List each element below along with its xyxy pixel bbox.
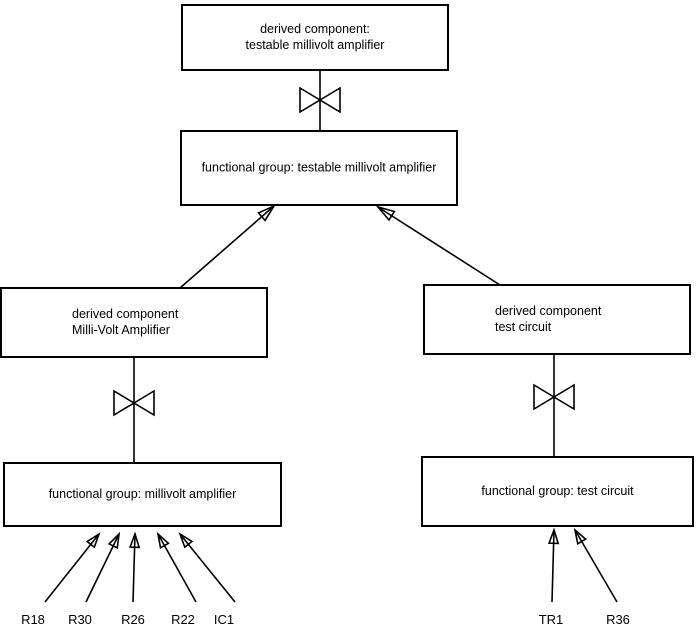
top-derived-component-box-text-line-1: derived component: (260, 22, 370, 36)
bowtie-connector-top (299, 70, 341, 131)
functional-group-test-circuit-box[interactable]: functional group: test circuit (421, 456, 694, 527)
functional-group-millivolt-amplifier-box-text-line-1: functional group: millivolt amplifier (49, 487, 237, 501)
derived-component-test-circuit-box[interactable]: derived component test circuit (423, 284, 691, 355)
leaf-tr1-arrowhead-icon (547, 527, 560, 545)
arrow-layer (179, 204, 501, 289)
top-derived-component-box[interactable]: derived component: testable millivolt am… (181, 4, 449, 71)
leaf-r22: R22 (156, 531, 197, 627)
derived-component-milli-volt-amplifier-box-rect[interactable] (0, 287, 268, 358)
leaf-r22-shaft (157, 533, 197, 603)
bowtie-connector-test-circuit-left-triangle-icon (533, 383, 556, 411)
derived-component-test-circuit-box-text-line-1: derived component (495, 304, 602, 318)
bowtie-connector-millivolt-right-triangle-icon (132, 389, 155, 417)
arrow-test-circuit-to-testable (375, 205, 501, 286)
arrow-millivolt-to-testable-arrowhead-icon (257, 204, 277, 222)
leaf-r26-shaft (132, 533, 136, 603)
leaf-ic1-label: IC1 (214, 612, 234, 627)
leaf-r26-label: R26 (121, 612, 145, 627)
functional-group-testable-millivolt-amplifier-box[interactable]: functional group: testable millivolt amp… (180, 130, 458, 206)
arrow-millivolt-to-testable-shaft (179, 205, 275, 289)
bowtie-connector-test-circuit-right-triangle-icon (552, 383, 575, 411)
arrow-test-circuit-to-testable-arrowhead-icon (375, 205, 396, 222)
leaf-r36-label: R36 (606, 612, 630, 627)
leaf-r36: R36 (573, 527, 630, 627)
derived-component-test-circuit-box-rect[interactable] (423, 284, 691, 355)
functional-group-test-circuit-box-text-line-1: functional group: test circuit (481, 484, 634, 498)
derived-component-test-circuit-box-text-line-2: test circuit (495, 320, 552, 334)
arrow-millivolt-to-testable (179, 204, 277, 289)
connector-layer (113, 70, 575, 463)
functional-group-testable-millivolt-amplifier-box-rect[interactable] (180, 130, 458, 206)
leaf-r22-arrowhead-icon (156, 531, 170, 550)
leaf-r30-arrowhead-icon (107, 531, 121, 550)
functional-group-test-circuit-box-rect[interactable] (421, 456, 694, 527)
bowtie-connector-top-left-triangle-icon (299, 86, 322, 114)
bowtie-connector-millivolt-left-triangle-icon (113, 389, 136, 417)
bowtie-connector-millivolt (113, 357, 155, 463)
derived-component-milli-volt-amplifier-box-text-line-1: derived component (72, 307, 179, 321)
leaf-r18-arrowhead-icon (85, 532, 101, 549)
leaf-r30-label: R30 (68, 612, 92, 627)
functional-group-testable-millivolt-amplifier-box-text-line-1: functional group: testable millivolt amp… (202, 160, 437, 174)
leaf-ic1-shaft (179, 533, 236, 603)
leaf-tr1-shaft (551, 529, 555, 603)
leaf-r18-shaft (44, 533, 100, 603)
leaf-layer: R18 R30 R26 R22 IC1 TR1 R36 (21, 527, 630, 627)
functional-group-millivolt-amplifier-box[interactable]: functional group: millivolt amplifier (3, 462, 282, 527)
leaf-r26-arrowhead-icon (128, 531, 141, 549)
leaf-ic1-arrowhead-icon (178, 532, 194, 549)
leaf-r18-label: R18 (21, 612, 45, 627)
leaf-r30: R30 (68, 531, 121, 627)
leaf-tr1-label: TR1 (539, 612, 564, 627)
bowtie-connector-test-circuit (533, 354, 575, 457)
top-derived-component-box-rect[interactable] (181, 4, 449, 71)
arrow-test-circuit-to-testable-shaft (377, 206, 501, 286)
derived-component-milli-volt-amplifier-box-text-line-2: Milli-Volt Amplifier (72, 323, 170, 337)
leaf-tr1: TR1 (539, 527, 564, 627)
box-layer: derived component: testable millivolt am… (0, 4, 694, 527)
functional-group-millivolt-amplifier-box-rect[interactable] (3, 462, 282, 527)
leaf-r26: R26 (121, 531, 145, 627)
leaf-r36-arrowhead-icon (573, 527, 587, 545)
leaf-r22-label: R22 (171, 612, 195, 627)
top-derived-component-box-text-line-2: testable millivolt amplifier (246, 38, 385, 52)
bowtie-connector-top-right-triangle-icon (318, 86, 341, 114)
leaf-r18: R18 (21, 532, 101, 627)
leaf-ic1: IC1 (178, 532, 236, 627)
